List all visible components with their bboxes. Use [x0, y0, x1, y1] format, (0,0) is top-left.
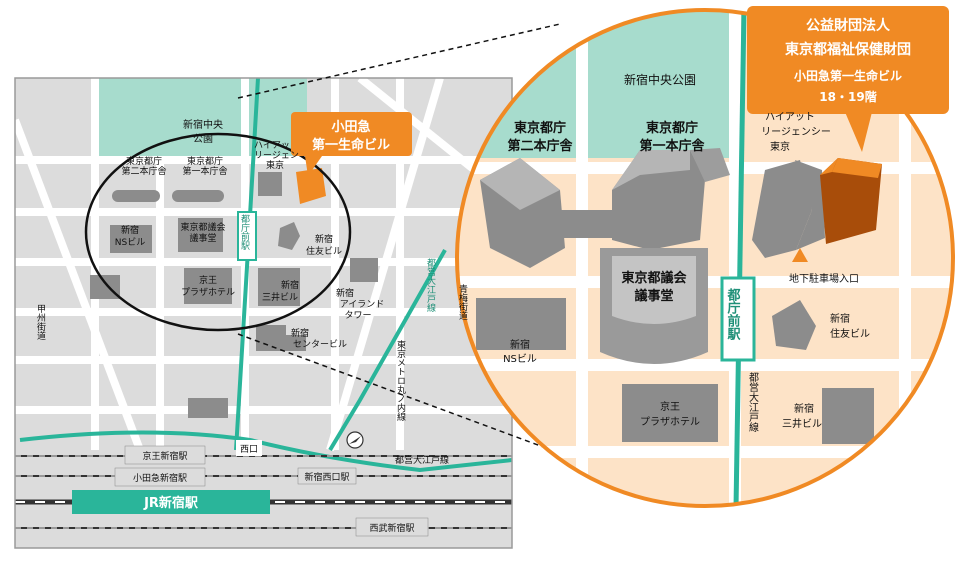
callout-line4: 18・19階: [819, 89, 876, 104]
koshu-kaido-label: 甲州街道: [35, 304, 46, 341]
hyatt-label-2: リージェン: [254, 151, 299, 161]
island-label-1: 新宿: [336, 287, 354, 299]
detail-park-label: 新宿中央公園: [624, 72, 696, 87]
detail-ns-label-2: NSビル: [503, 353, 537, 365]
tocho2-label-1: 東京都庁: [126, 155, 162, 167]
detail-parking-label: 地下駐車場入口: [789, 272, 859, 285]
keio-plaza-label-1: 京王: [199, 274, 217, 286]
target-label-line2: 第一生命ビル: [312, 137, 390, 153]
callout-line3: 小田急第一生命ビル: [794, 68, 902, 83]
detail-sumitomo-label-1: 新宿: [830, 312, 850, 325]
shinjuku-chuo-park-area: [95, 78, 307, 160]
odakyu-shinjuku-station-label: 小田急新宿駅: [133, 472, 187, 484]
gikai-label-2: 議事堂: [189, 232, 216, 244]
sumitomo-label-1: 新宿: [315, 233, 333, 245]
gikai-inner: [612, 256, 696, 324]
detail-oedo-label: 都営大江戸線: [747, 372, 759, 432]
hyatt-label-3: 東京: [266, 159, 284, 171]
compass-icon: [346, 431, 364, 449]
zoom-connector-top: [237, 23, 561, 99]
target-label-line1: 小田急: [331, 119, 370, 135]
callout-line1: 公益財団法人: [806, 17, 891, 34]
hyatt-label-1: ハイアッ: [254, 141, 290, 151]
tocho2-label-2: 第二本庁舎: [121, 165, 166, 177]
overview-buildings: [90, 172, 378, 418]
shinjuku-nishiguchi-station-label: 新宿西口駅: [304, 471, 349, 483]
target-callout-overview: [291, 112, 412, 156]
parking-entrance-marker: [792, 248, 808, 262]
target-building-detail: [820, 158, 882, 244]
center-label-2: センタービル: [293, 339, 347, 350]
tochomae-station-marker: [237, 211, 257, 261]
seibu-shinjuku-station-label: 西武新宿駅: [369, 522, 414, 534]
tocho1-label-1: 東京都庁: [187, 155, 223, 167]
detail-tocho1-label-1: 東京都庁: [646, 120, 698, 136]
nishiguchi-station-plate: [297, 467, 357, 485]
detail-keio-plaza-label-2: プラザホテル: [640, 416, 700, 428]
detail-tocho1-label-2: 第一本庁舎: [639, 138, 705, 154]
keio-station-plate: [124, 445, 206, 465]
park-label-1: 新宿中央: [183, 118, 223, 131]
oedo-line-detail: [733, 10, 747, 506]
jr-station-plate: [72, 490, 270, 514]
detail-callout-pointer: [845, 112, 872, 152]
mitsui-label-2: 三井ビル: [262, 291, 298, 303]
detail-gikai-label-1: 東京都議会: [621, 270, 687, 286]
keio-shinjuku-station-label: 京王新宿駅: [142, 450, 187, 462]
sumitomo-label-2: 住友ビル: [306, 245, 342, 257]
callout-text: 公益財団法人 東京都福祉保健財団 小田急第一生命ビル 18・19階: [785, 17, 911, 104]
oedo-line-label: 都営大江戸線: [395, 454, 449, 466]
target-building-overview: [296, 168, 326, 204]
park-label-2: 公園: [193, 133, 213, 145]
target-callout-pointer: [305, 156, 322, 176]
detail-buildings: [476, 160, 874, 444]
detail-tocho2-label-2: 第二本庁舎: [507, 138, 573, 154]
tocho-1-detail: [560, 148, 730, 250]
callout-line2: 東京都福祉保健財団: [785, 41, 911, 58]
island-label-3: タワー: [344, 310, 371, 321]
detail-tochomae-label: 都庁前駅: [725, 287, 742, 341]
tocho1-label-2: 第一本庁舎: [182, 165, 227, 177]
overview-roads: [15, 78, 512, 452]
ome-kaido-label: 青梅街道: [457, 283, 468, 321]
ns-label-1: 新宿: [121, 224, 139, 236]
detail-hyatt-label-1: ハイアット: [765, 112, 815, 123]
tochomae-station-detail: [720, 276, 756, 362]
nishiguchi-label: 西口: [240, 444, 258, 455]
marunouchi-label: 東京メトロ丸ノ内線: [395, 339, 406, 421]
detail-tocho2-label-1: 東京都庁: [514, 120, 566, 136]
zoom-connector-bottom: [237, 333, 601, 469]
oedo-vertical-label-overview: 都営大江戸線: [425, 258, 436, 312]
odakyu-station-plate: [114, 467, 206, 487]
detail-keio-plaza-label-1: 京王: [660, 400, 680, 413]
nishiguchi-plate: [236, 440, 262, 456]
lens-frame: [455, 8, 955, 508]
seibu-station-plate: [355, 517, 429, 537]
tocho-buildings-overview: [112, 190, 224, 202]
detail-mitsui-label-2: 三井ビル: [782, 417, 822, 430]
gikai-label-1: 東京都議会: [180, 221, 225, 233]
overview-map: [15, 78, 512, 548]
detail-hyatt-label-2: リージェンシー: [761, 127, 831, 138]
target-callout-detail: [747, 6, 949, 114]
ns-label-2: NSビル: [115, 237, 145, 248]
keio-plaza-label-2: プラザホテル: [181, 287, 235, 298]
detail-mitsui-label-1: 新宿: [794, 402, 814, 415]
detail-gikai-label-2: 議事堂: [634, 288, 673, 304]
jr-shinjuku-station-label: JR新宿駅: [143, 495, 199, 511]
tocho-2-detail: [480, 158, 565, 268]
detail-ns-label-1: 新宿: [510, 338, 530, 351]
tochomae-label-overview: 都庁前駅: [239, 214, 250, 251]
zoom-circle: [84, 132, 352, 332]
detail-hyatt-label-3: 東京: [770, 140, 790, 153]
mitsui-label-1: 新宿: [281, 279, 299, 291]
island-label-2: アイランド: [340, 299, 385, 310]
detail-sumitomo-label-2: 住友ビル: [830, 327, 870, 340]
center-label-1: 新宿: [291, 327, 309, 339]
